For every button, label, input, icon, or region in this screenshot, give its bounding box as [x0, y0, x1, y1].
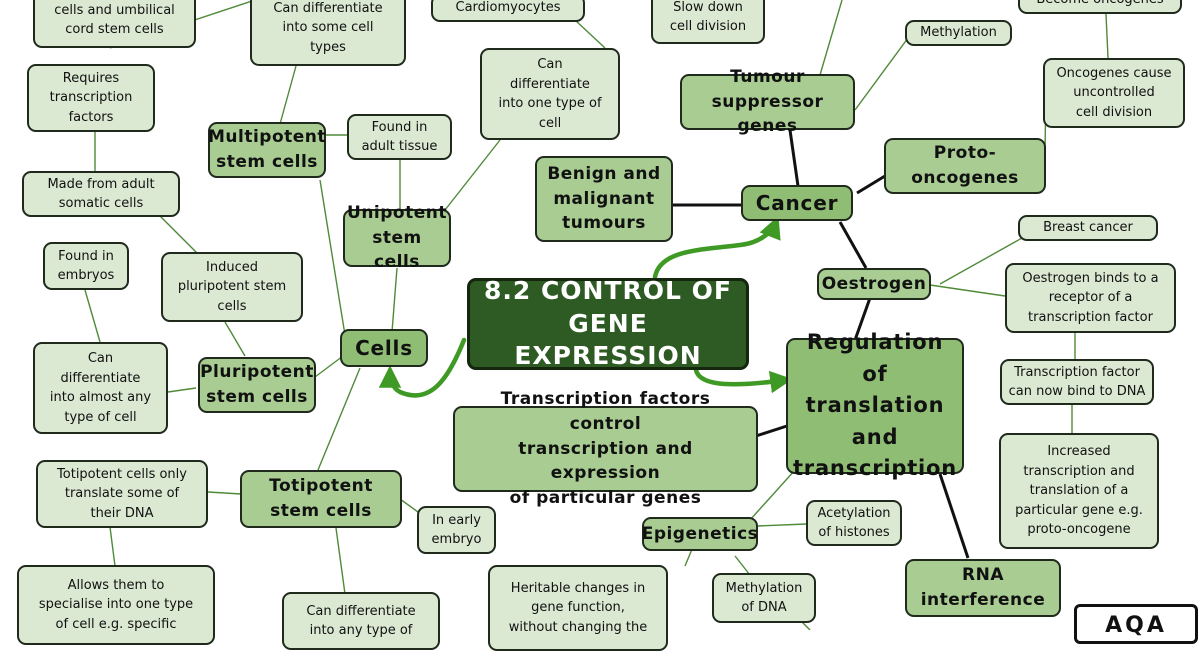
oestrogen-node: Oestrogen — [817, 268, 931, 300]
some-cell-types-leaf: Can differentiate into some cell types — [250, 0, 406, 66]
any-cell-type-leaf: Can differentiate into any type of — [282, 592, 440, 650]
slow-cell-division-leaf: Slow down cell division — [651, 0, 765, 44]
rna-interference-node: RNA interference — [905, 559, 1061, 617]
methylation-leaf: Methylation — [905, 20, 1012, 46]
pluripotent-stem-cells-node: Pluripotent stem cells — [198, 357, 316, 413]
oncogenes-cause-leaf: Oncogenes cause uncontrolled cell divisi… — [1043, 58, 1185, 128]
methylation-dna-leaf: Methylation of DNA — [712, 573, 816, 623]
totipotent-stem-cells-node: Totipotent stem cells — [240, 470, 402, 528]
regulation-node: Regulation of translation and transcript… — [786, 330, 964, 480]
cells-node: Cells — [340, 329, 428, 367]
unipotent-stem-cells-node: Unipotent stem cells — [343, 203, 451, 272]
requires-transcription-factors-leaf: Requires transcription factors — [27, 64, 155, 132]
early-embryo-leaf: In early embryo — [417, 506, 496, 554]
tumour-suppressor-genes-node: Tumour suppressor genes — [680, 67, 855, 136]
connector-lines — [84, 0, 1109, 630]
proto-oncogenes-node: Proto- oncogenes — [884, 138, 1046, 194]
acetylation-histones-leaf: Acetylation of histones — [806, 500, 902, 546]
oestrogen-binds-leaf: Oestrogen binds to a receptor of a trans… — [1005, 263, 1176, 333]
cardiomyocytes-leaf: Cardiomyocytes — [431, 0, 585, 22]
one-cell-type-leaf: Can differentiate into one type of cell — [480, 48, 620, 140]
totipotent-translate-leaf: Totipotent cells only translate some of … — [36, 460, 208, 528]
found-in-embryos-leaf: Found in embryos — [43, 242, 129, 290]
heritable-changes-leaf: Heritable changes in gene function, with… — [488, 565, 668, 651]
benign-malignant-tumours-node: Benign and malignant tumours — [535, 156, 673, 242]
found-adult-tissue-leaf: Found in adult tissue — [347, 114, 452, 160]
become-oncogenes-leaf: Become oncogenes — [1018, 0, 1182, 14]
allows-specialise-leaf: Allows them to specialise into one type … — [17, 565, 215, 645]
made-from-adult-somatic-leaf: Made from adult somatic cells — [22, 171, 180, 217]
induced-pluripotent-leaf: Induced pluripotent stem cells — [161, 252, 303, 322]
almost-any-cell-leaf: Can differentiate into almost any type o… — [33, 342, 168, 434]
aqa-logo: AQA — [1074, 604, 1198, 644]
cancer-node: Cancer — [741, 185, 853, 221]
epigenetics-node: Epigenetics — [642, 517, 758, 551]
increased-transcription-leaf: Increased transcription and translation … — [999, 433, 1159, 549]
tf-binds-dna-leaf: Transcription factor can now bind to DNA — [1000, 359, 1154, 405]
multipotent-stem-cells-node: Multipotent stem cells — [208, 122, 326, 178]
transcription-factors-node: Transcription factors control transcript… — [453, 389, 758, 508]
breast-cancer-leaf: Breast cancer — [1018, 215, 1158, 241]
central-topic-title: 8.2 CONTROL OF GENE EXPRESSION — [467, 276, 749, 370]
umbilical-cord-cells-leaf: cells and umbilical cord stem cells — [33, 0, 196, 48]
